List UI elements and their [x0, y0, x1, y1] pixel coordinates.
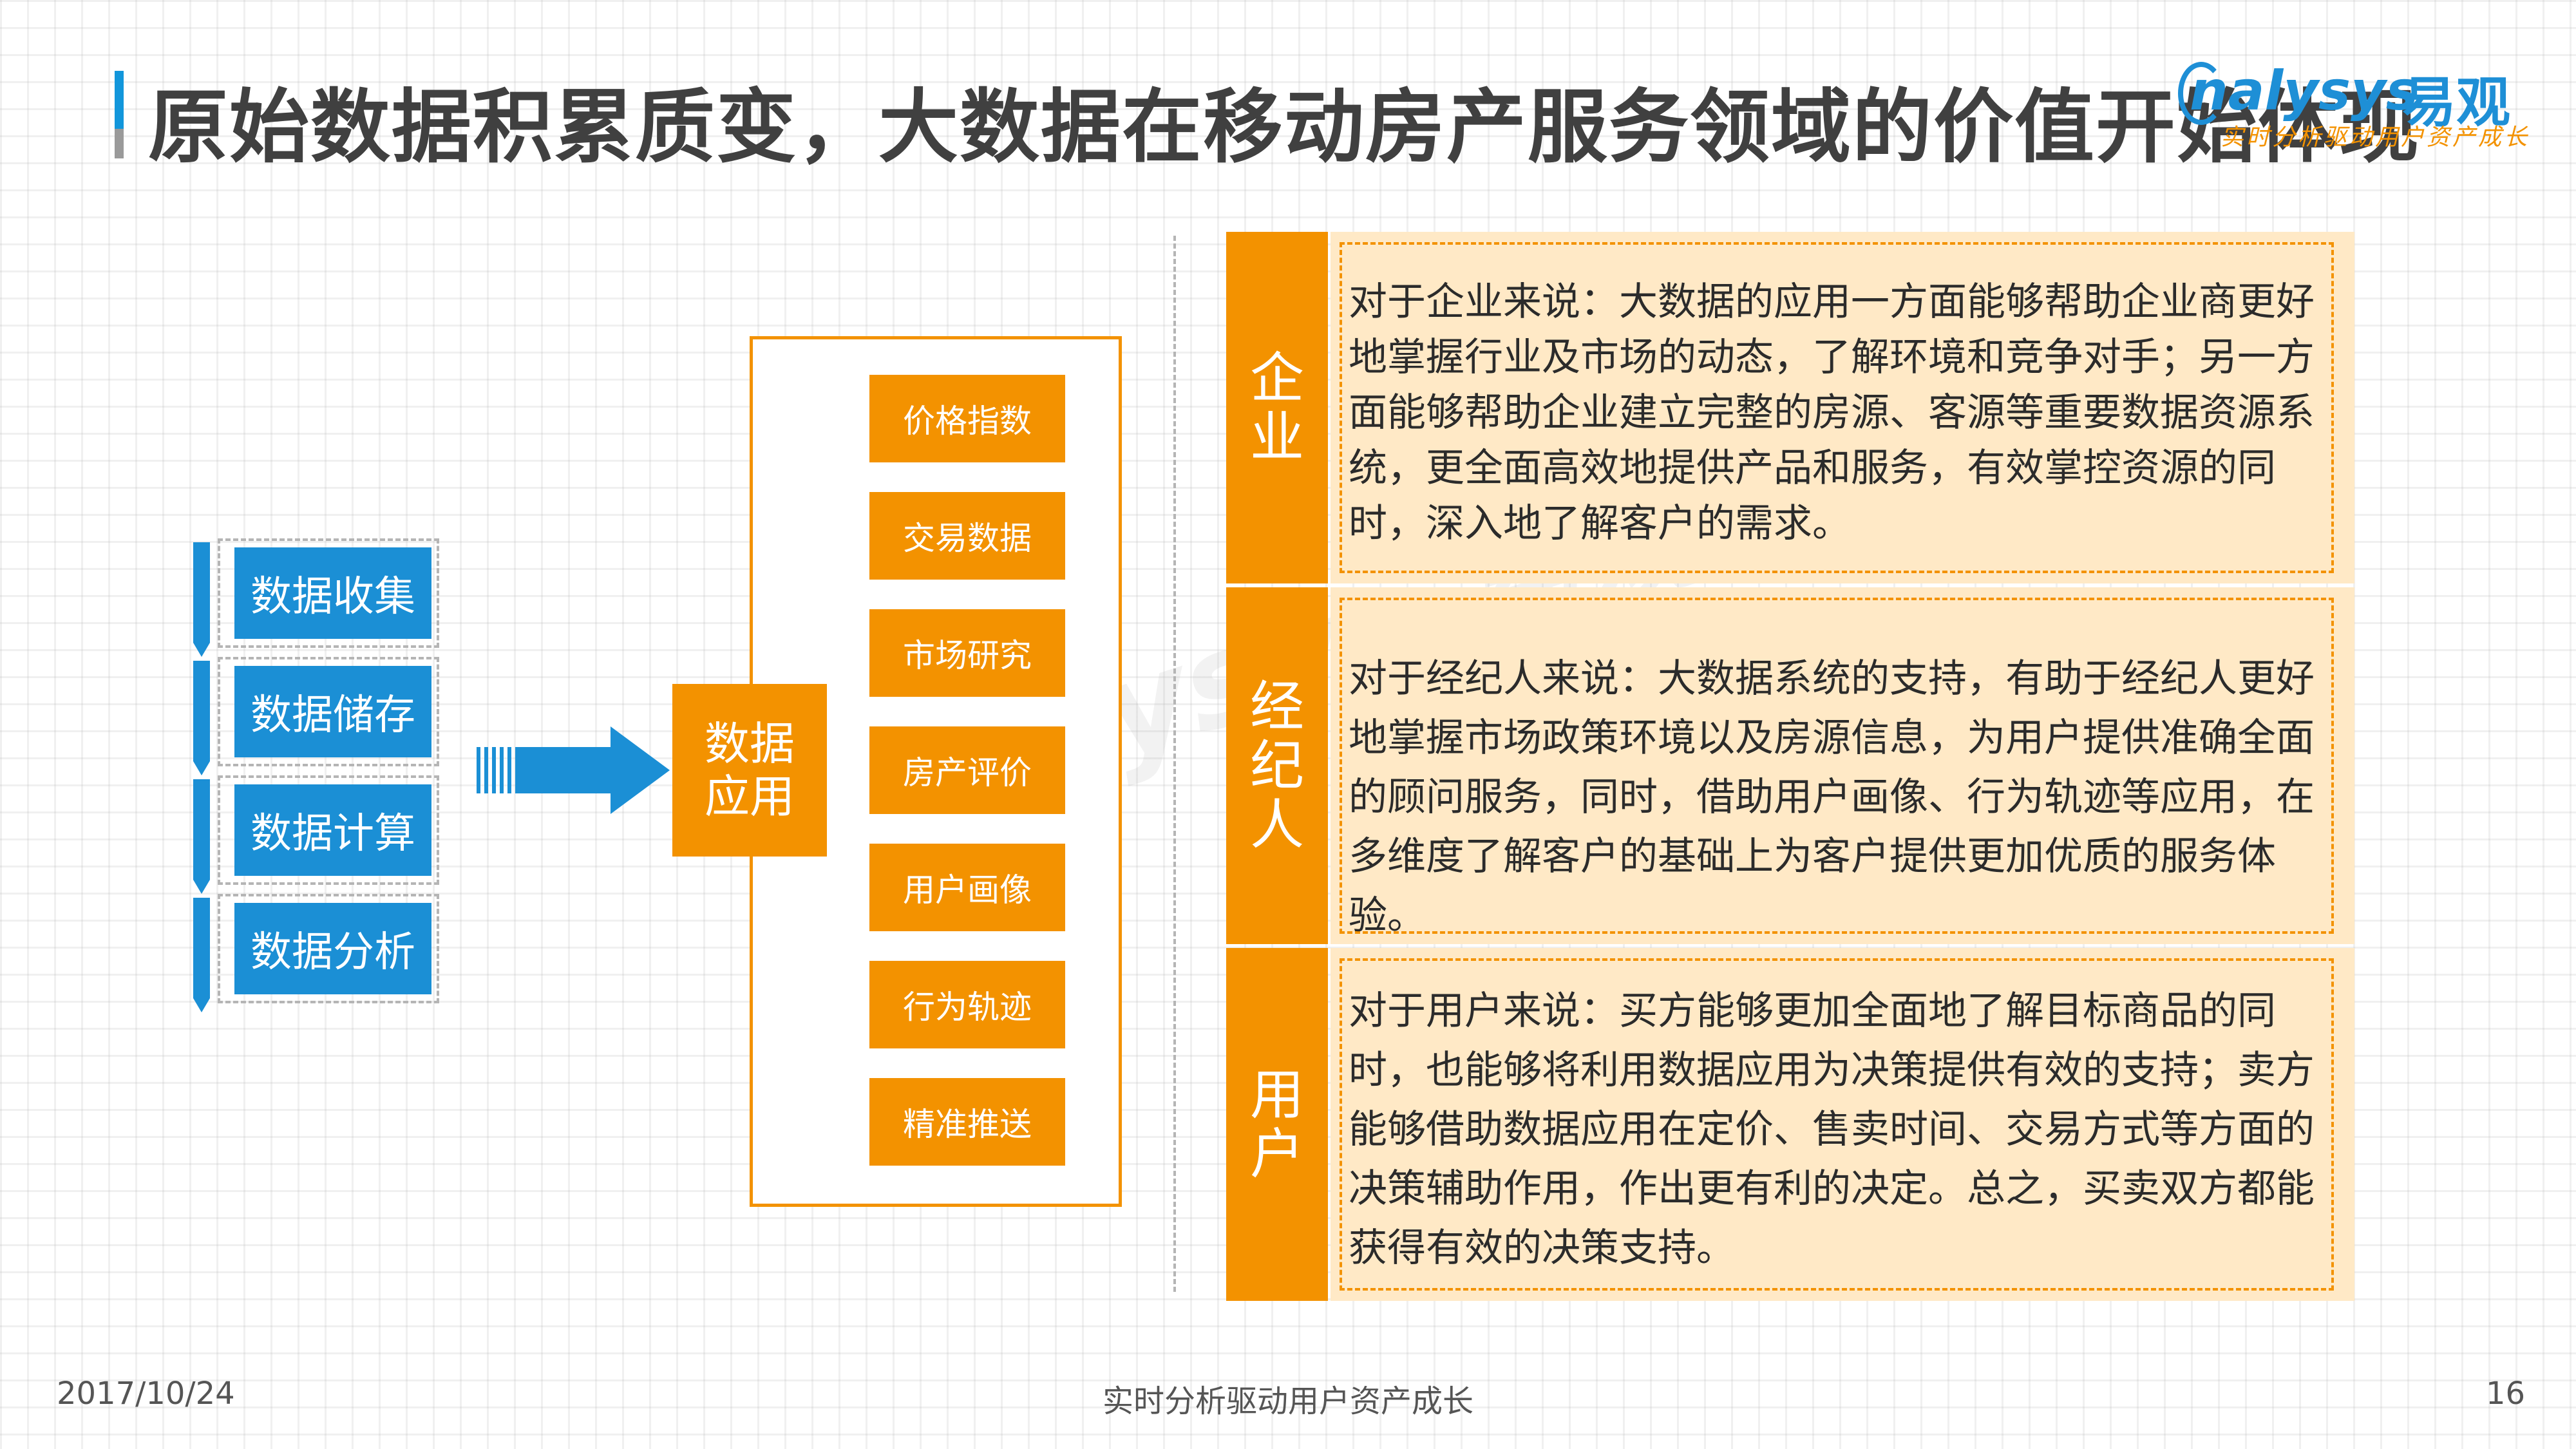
data-application-label: 数据 应用	[705, 717, 795, 823]
panel-label: 经 纪 人	[1226, 587, 1328, 944]
app-item-property-evaluation: 房产评价	[869, 726, 1065, 814]
panel-enterprise: 企 业 对于企业来说：大数据的应用一方面能够帮助企业商更好地掌握行业及市场的动态…	[1226, 232, 2354, 583]
stack-label: 数据分析	[234, 903, 431, 994]
panel-text: 对于经纪人来说：大数据系统的支持，有助于经纪人更好地掌握市场政策环境以及房源信息…	[1349, 656, 2315, 938]
stack-label: 数据计算	[234, 784, 431, 876]
title-accent-bar-grey	[115, 129, 124, 158]
stack-item-analyze: 数据分析	[193, 894, 444, 1012]
footer-slogan: 实时分析驱动用户资产成长	[1102, 1383, 1473, 1419]
logo-brand-en: nalysys	[2190, 59, 2418, 122]
app-item-market-research: 市场研究	[869, 609, 1065, 697]
stack-item-store: 数据储存	[193, 657, 444, 775]
stack-arrow-icon	[193, 542, 210, 657]
stack-label: 数据储存	[234, 666, 431, 757]
data-application-node: 数据 应用	[672, 684, 827, 857]
stack-frame	[218, 894, 439, 1003]
flow-arrow-body	[515, 747, 612, 793]
panel-label: 用 户	[1226, 948, 1328, 1301]
analysys-logo: nalysys 易观 实时分析驱动用户资产成长	[2178, 59, 2527, 151]
app-item-transaction-data: 交易数据	[869, 492, 1065, 580]
panel-label-text: 用 户	[1249, 1063, 1304, 1186]
stack-arrow-icon	[193, 661, 210, 775]
flow-arrow-icon	[611, 726, 670, 814]
page-number: 16	[2486, 1376, 2526, 1412]
app-item-behavior-trace: 行为轨迹	[869, 961, 1065, 1048]
panel-body: 对于用户来说：买方能够更加全面地了解目标商品的同时，也能够将利用数据应用为决策提…	[1331, 948, 2354, 1301]
app-item-user-profile: 用户画像	[869, 844, 1065, 931]
page-title: 原始数据积累质变，大数据在移动房产服务领域的价值开始体现	[148, 81, 2421, 174]
stack-label: 数据收集	[234, 547, 431, 639]
logo-swoosh-icon	[2178, 62, 2224, 125]
stack-arrow-icon	[193, 898, 210, 1012]
panel-text: 对于用户来说：买方能够更加全面地了解目标商品的同时，也能够将利用数据应用为决策提…	[1349, 989, 2315, 1271]
panel-body: 对于企业来说：大数据的应用一方面能够帮助企业商更好地掌握行业及市场的动态，了解环…	[1331, 232, 2354, 583]
footer-date: 2017/10/24	[57, 1376, 235, 1412]
stack-arrow-icon	[193, 779, 210, 894]
panel-label-text: 经 纪 人	[1249, 675, 1304, 857]
logo-brand-cn: 易观	[2402, 71, 2511, 134]
panel-agent: 经 纪 人 对于经纪人来说：大数据系统的支持，有助于经纪人更好地掌握市场政策环境…	[1226, 587, 2354, 944]
panel-user: 用 户 对于用户来说：买方能够更加全面地了解目标商品的同时，也能够将利用数据应用…	[1226, 948, 2354, 1301]
panel-dashed-frame	[1340, 242, 2334, 573]
stack-frame	[218, 657, 439, 766]
panel-dashed-frame	[1340, 958, 2334, 1291]
panel-label-text: 企 业	[1249, 346, 1304, 469]
panel-text: 对于企业来说：大数据的应用一方面能够帮助企业商更好地掌握行业及市场的动态，了解环…	[1349, 279, 2315, 546]
app-item-precise-push: 精准推送	[869, 1078, 1065, 1166]
stack-item-compute: 数据计算	[193, 775, 444, 894]
stack-item-collect: 数据收集	[193, 538, 444, 657]
panel-body: 对于经纪人来说：大数据系统的支持，有助于经纪人更好地掌握市场政策环境以及房源信息…	[1331, 587, 2354, 944]
panel-dashed-frame	[1340, 598, 2334, 934]
app-item-price-index: 价格指数	[869, 375, 1065, 462]
stack-frame	[218, 538, 439, 648]
stack-frame	[218, 775, 439, 885]
panel-label: 企 业	[1226, 232, 1328, 583]
section-divider	[1173, 236, 1176, 1292]
logo-tagline: 实时分析驱动用户资产成长	[2221, 124, 2530, 151]
